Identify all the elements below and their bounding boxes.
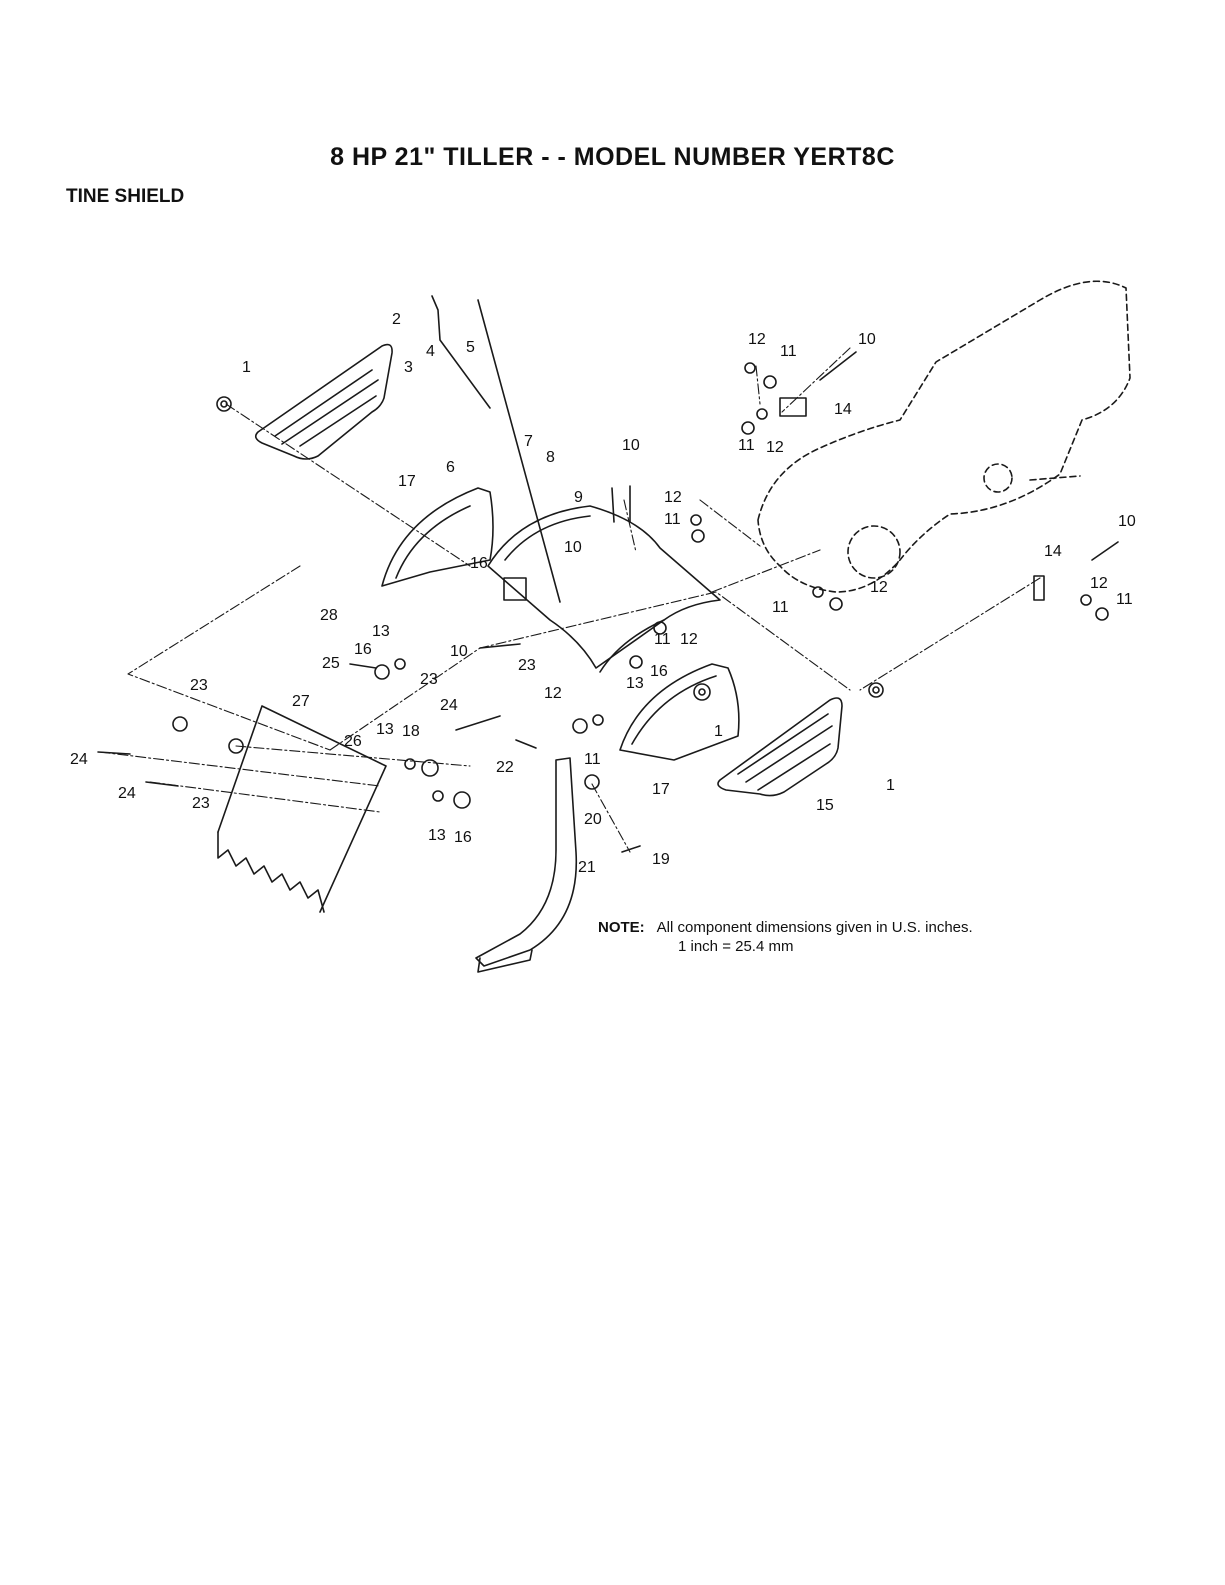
callout-22: 22	[496, 759, 514, 776]
callout-19: 19	[652, 851, 670, 868]
callout-16: 16	[470, 555, 488, 572]
callout-13: 13	[372, 623, 390, 640]
callout-10: 10	[450, 643, 468, 660]
callout-23: 23	[192, 795, 210, 812]
callout-2: 2	[392, 311, 401, 328]
callout-23: 23	[420, 671, 438, 688]
callout-10: 10	[1118, 513, 1136, 530]
callout-17: 17	[398, 473, 416, 490]
callout-5: 5	[466, 339, 475, 356]
callout-14: 14	[834, 401, 852, 418]
callout-11: 11	[772, 599, 789, 616]
callout-17: 17	[652, 781, 670, 798]
callout-6: 6	[446, 459, 455, 476]
callout-20: 20	[584, 811, 602, 828]
note-label: NOTE:	[598, 919, 645, 936]
callout-21: 21	[578, 859, 596, 876]
callout-13: 13	[376, 721, 394, 738]
callout-1: 1	[242, 359, 251, 376]
callout-23: 23	[518, 657, 536, 674]
callout-12: 12	[870, 579, 888, 596]
callout-9: 9	[574, 489, 583, 506]
dimension-note: NOTE: All component dimensions given in U…	[598, 918, 973, 956]
callout-3: 3	[404, 359, 413, 376]
callout-15: 15	[816, 797, 834, 814]
callout-24: 24	[118, 785, 136, 802]
exploded-parts-diagram: 1 2 3 4 5 6 7 8 9 10 10 10 10 10 12 11 1…	[0, 0, 1225, 1000]
callout-1: 1	[886, 777, 895, 794]
callout-11: 11	[1116, 591, 1133, 608]
callout-26: 26	[344, 733, 362, 750]
callout-16: 16	[354, 641, 372, 658]
callout-8: 8	[546, 449, 555, 466]
right-side-skid	[718, 698, 842, 796]
callout-1: 1	[714, 723, 723, 740]
callout-16: 16	[650, 663, 668, 680]
callout-24: 24	[440, 697, 458, 714]
callout-10: 10	[858, 331, 876, 348]
callout-13: 13	[428, 827, 446, 844]
note-line-2: 1 inch = 25.4 mm	[598, 937, 973, 956]
callout-12: 12	[544, 685, 562, 702]
callout-11: 11	[664, 511, 681, 528]
callout-24: 24	[70, 751, 88, 768]
callout-12: 12	[664, 489, 682, 506]
leader-lines	[100, 348, 1040, 852]
transmission-housing	[758, 281, 1130, 592]
callout-12: 12	[766, 439, 784, 456]
callout-14: 14	[1044, 543, 1062, 560]
callout-13: 13	[626, 675, 644, 692]
callout-4: 4	[426, 343, 435, 360]
callout-7: 7	[524, 433, 533, 450]
callout-12: 12	[1090, 575, 1108, 592]
callout-23: 23	[190, 677, 208, 694]
callout-11: 11	[780, 343, 797, 360]
callout-16: 16	[454, 829, 472, 846]
hardware	[98, 352, 1118, 852]
callout-25: 25	[322, 655, 340, 672]
callout-11: 11	[654, 631, 671, 648]
callout-12: 12	[748, 331, 766, 348]
callout-28: 28	[320, 607, 338, 624]
callout-11: 11	[738, 437, 755, 454]
callout-11: 11	[584, 751, 601, 768]
callout-10: 10	[622, 437, 640, 454]
note-line-1: All component dimensions given in U.S. i…	[657, 919, 973, 936]
callout-12: 12	[680, 631, 698, 648]
callout-10: 10	[564, 539, 582, 556]
depth-stake	[476, 758, 576, 972]
callout-18: 18	[402, 723, 420, 740]
callout-27: 27	[292, 693, 310, 710]
left-side-skid	[256, 345, 392, 459]
